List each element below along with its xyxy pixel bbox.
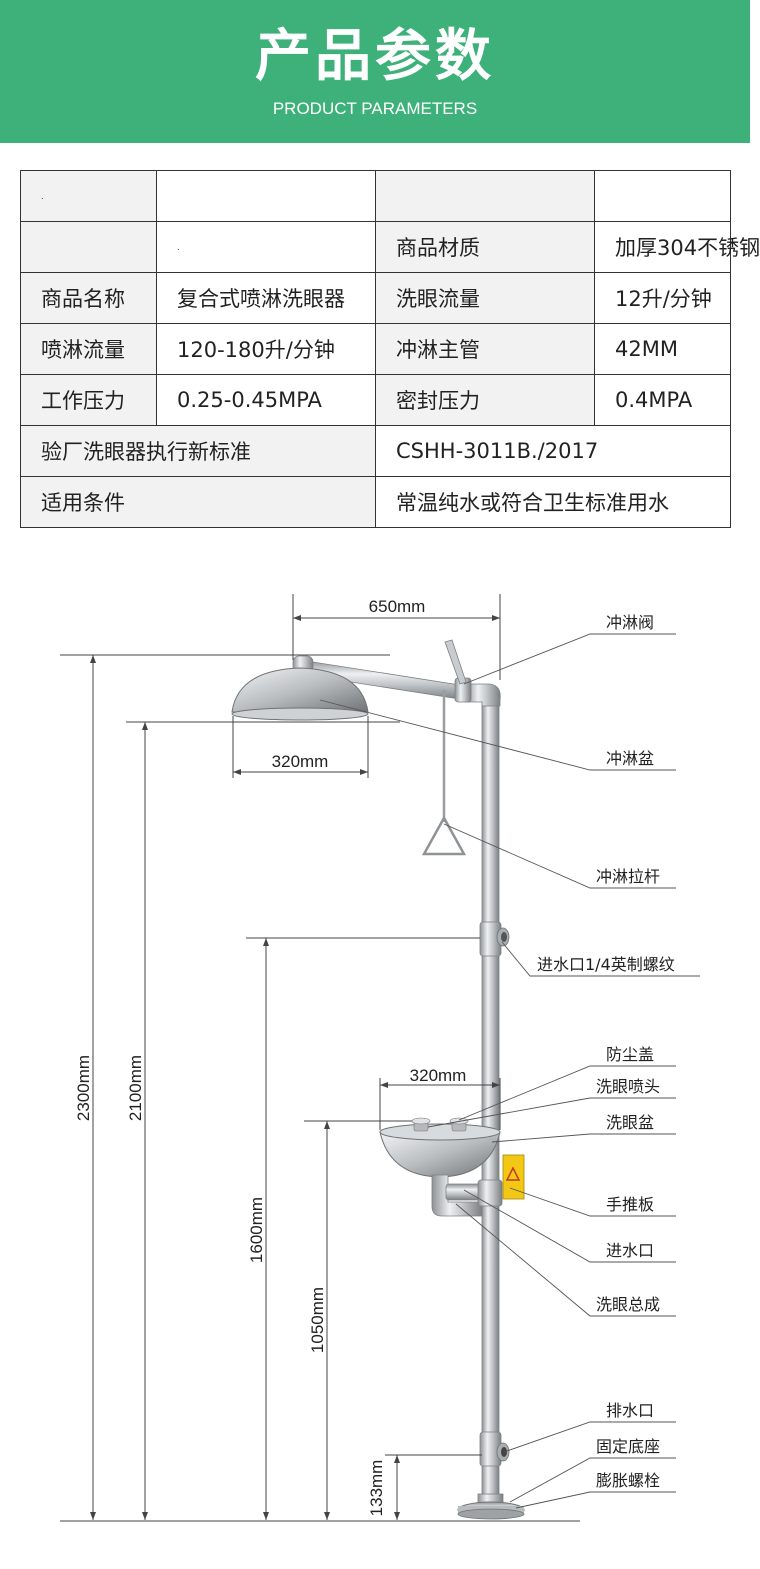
table-row: 适用条件 常温纯水或符合卫生标准用水 bbox=[20, 476, 731, 528]
callout-eye-nozzle: 洗眼喷头 bbox=[596, 1077, 660, 1096]
table-cell-value: CSHH-3011B./2017 bbox=[375, 425, 731, 477]
table-row: 喷淋流量 120-180升/分钟 冲淋主管 42MM bbox=[20, 323, 731, 375]
callout-eye-bowl: 洗眼盆 bbox=[606, 1113, 654, 1132]
callout-shower-bowl: 冲淋盆 bbox=[606, 749, 654, 768]
dim-label-shower-head: 320mm bbox=[272, 752, 329, 771]
callout-shower-valve: 冲淋阀 bbox=[606, 613, 654, 632]
dim-label-eye-bowl: 320mm bbox=[410, 1066, 467, 1085]
table-cell-label: 冲淋主管 bbox=[375, 323, 595, 375]
table-row: 商品名称 复合式喷淋洗眼器 洗眼流量 12升/分钟 bbox=[20, 272, 731, 324]
callout-base: 固定底座 bbox=[596, 1437, 660, 1456]
callout-inlet: 进水口 bbox=[606, 1241, 654, 1260]
table-cell-label: 洗眼流量 bbox=[375, 272, 595, 324]
table-cell-label: 商品名称 bbox=[20, 272, 157, 324]
page-title: 产品参数 bbox=[255, 24, 495, 89]
callout-water-inlet-thread: 进水口1/4英制螺纹 bbox=[537, 955, 675, 974]
table-row: . bbox=[20, 170, 731, 222]
table-cell-label: 密封压力 bbox=[375, 374, 595, 426]
callout-drain: 排水口 bbox=[606, 1401, 654, 1420]
table-cell-value: 0.25-0.45MPA bbox=[156, 374, 376, 426]
callout-push-plate: 手推板 bbox=[606, 1195, 654, 1214]
table-cell bbox=[20, 221, 157, 273]
dim-label-shower-height: 2100mm bbox=[126, 1055, 145, 1121]
table-cell-value: 120-180升/分钟 bbox=[156, 323, 376, 375]
dim-label-inlet-height: 1600mm bbox=[247, 1197, 266, 1263]
header-banner: 产品参数 PRODUCT PARAMETERS bbox=[0, 0, 750, 143]
table-cell-label: 商品材质 bbox=[375, 221, 595, 273]
callout-dust-cover: 防尘盖 bbox=[606, 1045, 654, 1064]
table-cell-value: 复合式喷淋洗眼器 bbox=[156, 272, 376, 324]
dim-label-drain-height: 133mm bbox=[367, 1460, 386, 1517]
table-cell-label: 验厂洗眼器执行新标准 bbox=[20, 425, 376, 477]
dimension-arrows bbox=[90, 615, 500, 1520]
eyewash-station-illustration bbox=[231, 639, 525, 1520]
table-cell: . bbox=[20, 170, 157, 222]
callout-eye-assembly: 洗眼总成 bbox=[596, 1295, 660, 1314]
dim-label-total-height: 2300mm bbox=[74, 1055, 93, 1121]
table-cell-label: 工作压力 bbox=[20, 374, 157, 426]
dimension-lines bbox=[60, 594, 580, 1522]
table-cell-label: 适用条件 bbox=[20, 476, 376, 528]
table-row: . 商品材质 加厚304不锈钢 bbox=[20, 221, 760, 273]
page-subtitle: PRODUCT PARAMETERS bbox=[272, 99, 478, 118]
callout-bolt: 膨胀螺栓 bbox=[596, 1471, 660, 1490]
table-row: 验厂洗眼器执行新标准 CSHH-3011B./2017 bbox=[20, 425, 731, 477]
table-cell: . bbox=[156, 221, 376, 273]
dim-label-width: 650mm bbox=[369, 597, 426, 616]
table-cell-value: 0.4MPA bbox=[594, 374, 731, 426]
table-cell-label: 喷淋流量 bbox=[20, 323, 157, 375]
callout-leaders bbox=[319, 633, 700, 1509]
table-cell bbox=[594, 170, 731, 222]
callout-pull-rod: 冲淋拉杆 bbox=[596, 867, 660, 886]
table-cell bbox=[375, 170, 595, 222]
table-row: 工作压力 0.25-0.45MPA 密封压力 0.4MPA bbox=[20, 374, 731, 426]
table-cell-value: 常温纯水或符合卫生标准用水 bbox=[375, 476, 731, 528]
table-cell-value: 42MM bbox=[594, 323, 731, 375]
parameter-table: . . 商品材质 加厚304不锈钢 商品名称 复合式喷淋洗眼器 洗眼流量 12升… bbox=[20, 170, 760, 528]
product-dimension-diagram: 650mm 320mm 320mm 2300mm 2100mm 1600mm 1… bbox=[60, 594, 700, 1522]
table-cell bbox=[156, 170, 376, 222]
table-cell-value: 加厚304不锈钢 bbox=[594, 221, 760, 273]
dim-label-bowl-height: 1050mm bbox=[308, 1287, 327, 1353]
table-cell-value: 12升/分钟 bbox=[594, 272, 731, 324]
